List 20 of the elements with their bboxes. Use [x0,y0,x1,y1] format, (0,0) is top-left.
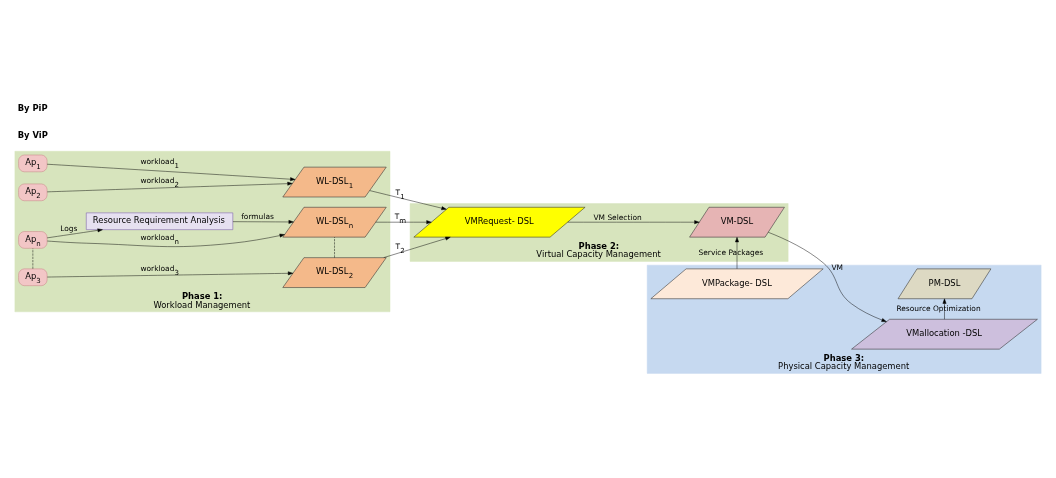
node-box: Ap$_{2}$ [18,183,48,201]
label: By PiP [17,102,48,113]
arrow [369,190,447,211]
node-box: Ap$_{1}$ [18,154,48,173]
arrow [46,228,103,239]
label: By ViP [17,129,48,140]
arrow [47,271,294,278]
arrow [383,236,451,258]
node-box: Resource Requirement Analysis [86,212,234,230]
arrow [47,233,285,247]
arrow [567,220,700,225]
node-box: Ap$_{n}$ [18,231,48,249]
arrow [768,232,887,322]
arrow [375,220,432,225]
arrow [47,181,293,193]
arrow [942,298,947,320]
node-box: Ap$_{3}$ [18,268,48,286]
arrow [46,164,296,182]
arrow [232,220,294,224]
arrow [735,237,739,269]
